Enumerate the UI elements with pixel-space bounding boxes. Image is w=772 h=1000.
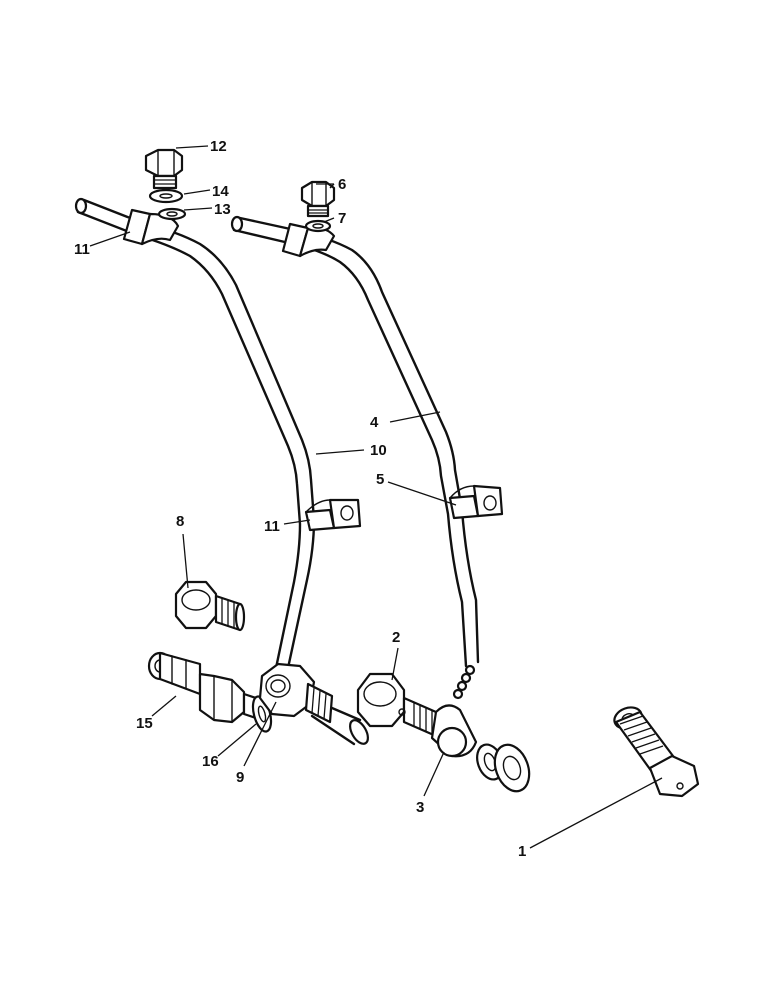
- callout-labels: 1 2 3 4 5 6 7 8 9 10 11 11 12 13 14 15 1…: [74, 138, 526, 860]
- callout-4: 4: [370, 414, 379, 431]
- washer-13: [157, 207, 187, 221]
- callout-7: 7: [338, 210, 346, 227]
- callout-2: 2: [392, 629, 400, 646]
- bolt-1: [613, 706, 700, 798]
- callout-8: 8: [176, 513, 184, 530]
- washer-7: [304, 219, 332, 233]
- pipe-4: [230, 215, 480, 700]
- callout-12: 12: [210, 138, 227, 155]
- bolt-6: [300, 180, 336, 218]
- pipe-10: [74, 197, 369, 746]
- bolt-12: [144, 148, 184, 190]
- clip-11-mid: [304, 498, 362, 532]
- callout-3: 3: [416, 799, 424, 816]
- clip-11-top: [122, 208, 180, 246]
- plug-8: [174, 580, 246, 632]
- callout-13: 13: [214, 201, 231, 218]
- union-15: [147, 651, 264, 724]
- clip-5: [448, 484, 504, 520]
- washer-14: [148, 188, 184, 204]
- pipe-4-end-fitting: [452, 664, 476, 700]
- callout-15: 15: [136, 715, 153, 732]
- banjo-3: [430, 704, 531, 793]
- callout-11-mid: 11: [264, 518, 280, 535]
- callout-9: 9: [236, 769, 244, 786]
- callout-6: 6: [338, 176, 346, 193]
- callout-10: 10: [370, 442, 387, 459]
- callout-5: 5: [376, 471, 384, 488]
- nut-9: [258, 662, 334, 724]
- callout-14: 14: [212, 183, 229, 200]
- leader-lines: [89, 145, 663, 849]
- callout-11-top: 11: [74, 241, 90, 258]
- callout-1: 1: [518, 843, 526, 860]
- banjo-bolt-2: [356, 672, 438, 738]
- callout-16: 16: [202, 753, 219, 770]
